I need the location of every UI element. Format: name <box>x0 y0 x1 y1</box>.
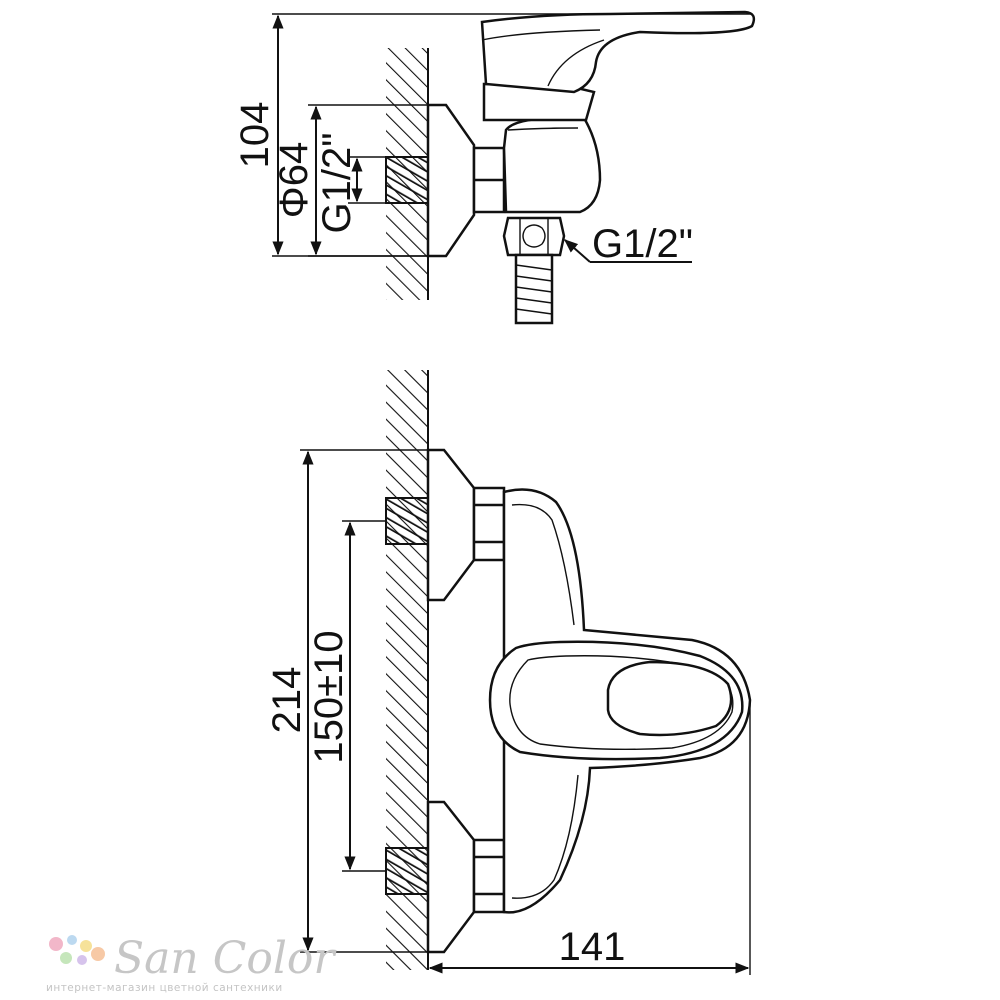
brand-dot <box>49 937 63 951</box>
inlet-thread-top <box>385 156 429 204</box>
top-view: 104 Φ64 G1/2" G1/2" <box>233 10 756 325</box>
dimension-outlet-thread: G1/2" <box>563 222 693 266</box>
upper-flange <box>426 448 476 602</box>
lower-flange <box>426 800 476 954</box>
brand-watermark: San Color интернет-магазин цветной санте… <box>46 933 337 994</box>
brand-tagline: интернет-магазин цветной сантехники <box>46 982 283 994</box>
dim-label-150: 150±10 <box>307 630 351 763</box>
dim-label-104: 104 <box>233 102 277 169</box>
mixer-body-top <box>502 116 602 214</box>
dim-label-inlet-g12: G1/2" <box>315 133 359 234</box>
dim-label-phi64: Φ64 <box>272 142 316 218</box>
dim-label-214: 214 <box>265 667 309 734</box>
dimension-height-104: 104 <box>233 13 752 257</box>
lower-inlet-thread <box>385 847 429 895</box>
dim-label-outlet-g12: G1/2" <box>592 222 693 266</box>
dimension-flange-64: Φ64 <box>272 104 428 257</box>
dimension-spacing-150: 150±10 <box>307 520 386 872</box>
brand-dots-icon <box>49 935 105 965</box>
dimension-inlet-thread: G1/2" <box>315 133 386 234</box>
lower-nut <box>472 838 506 914</box>
front-view: 214 150±10 141 <box>265 370 752 975</box>
outlet-nut-top <box>502 216 566 257</box>
hose-top <box>514 253 554 325</box>
brand-name: San Color <box>114 933 337 984</box>
lever-handle-top <box>480 10 756 94</box>
upper-inlet-thread <box>385 497 429 545</box>
upper-nut <box>472 486 506 562</box>
brand-dot <box>77 955 87 965</box>
brand-dot <box>80 940 92 952</box>
flange-top <box>426 103 476 258</box>
brand-dot <box>67 935 77 945</box>
lever-cap-front <box>606 660 733 737</box>
hex-nut-top <box>472 146 506 214</box>
brand-dot <box>91 947 105 961</box>
dimension-total-214: 214 <box>265 449 430 953</box>
brand-dot <box>60 952 72 964</box>
dim-label-141: 141 <box>559 925 626 969</box>
dimension-depth-141: 141 <box>428 700 751 975</box>
